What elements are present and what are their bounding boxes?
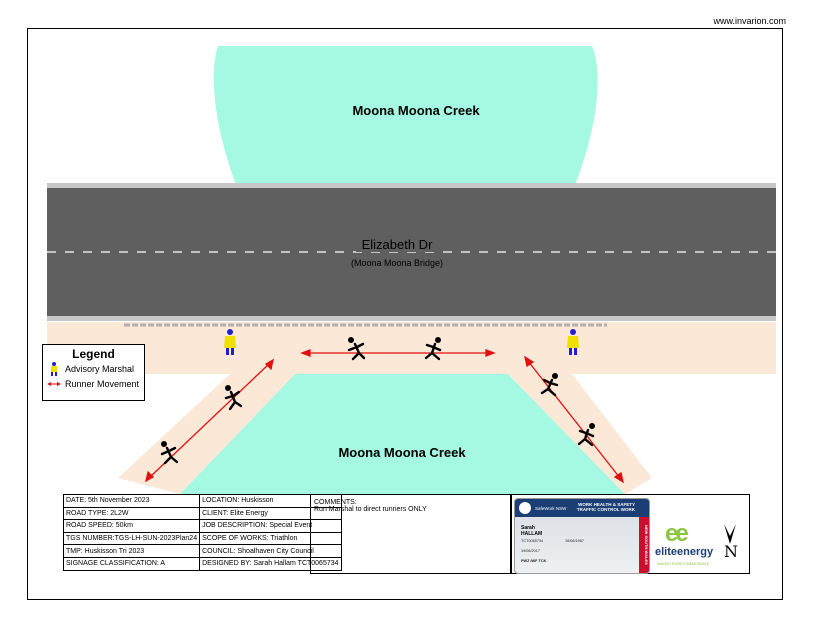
card-issue-date: 19/06/2017: [521, 549, 541, 553]
double-arrow-icon: [47, 381, 61, 387]
comments-box: COMMENTS: Run Marshal to direct runners …: [310, 494, 512, 574]
brand-word: eliteenergy: [655, 546, 714, 558]
runner-icon: [540, 373, 559, 397]
card-dob: 16/06/1987: [565, 539, 585, 543]
info-cell: TMP: Huskisson Tri 2023: [62, 544, 201, 558]
legend-item: Advisory Marshal: [43, 361, 144, 376]
comments-text: Run Marshal to direct runners ONLY: [314, 506, 427, 513]
runner-icon: [424, 337, 442, 361]
runner-icon: [577, 423, 595, 447]
site-url: www.invarion.com: [713, 16, 786, 26]
legend: Legend Advisory Marshal Runner Movement: [42, 344, 145, 401]
card-band: SafeWork NSW WORK HEALTH & SAFETY TRAFFI…: [515, 499, 649, 517]
north-arrow-icon: [724, 524, 736, 544]
road-kerb-bottom: [47, 316, 776, 321]
info-cell: DESIGNED BY: Sarah Hallam TCT0065734: [199, 556, 342, 571]
road-kerb-top: [47, 183, 776, 188]
legend-label: Runner Movement: [65, 378, 140, 389]
brand-mark: ee: [665, 520, 689, 547]
card-holder-name: Sarah HALLAM: [521, 525, 542, 537]
info-cell: ROAD SPEED: 50km: [62, 519, 201, 533]
card-band-line: TRAFFIC CONTROL WORK: [576, 507, 635, 512]
card-number: TCT0065734: [521, 539, 544, 543]
card-band-line: WORK HEALTH & SAFETY: [578, 502, 635, 507]
creek-bottom-area: [180, 374, 625, 494]
info-cell: SIGNAGE CLASSIFICATION: A: [62, 556, 201, 571]
path-right: [508, 374, 652, 494]
legend-title: Legend: [72, 347, 115, 361]
card-band-right: WORK HEALTH & SAFETY TRAFFIC CONTROL WOR…: [577, 502, 635, 512]
info-cell: ROAD TYPE: 2L2W: [62, 506, 201, 521]
creek-top-label: Moona Moona Creek: [352, 103, 480, 118]
card-classes: PWZ IWF TCK: [521, 559, 547, 563]
runner-icon: [160, 441, 179, 465]
marshal-icon: [224, 329, 236, 355]
runner-icon: [347, 337, 366, 361]
info-cell: TGS NUMBER:TGS-LH-SUN-2023Plan24: [62, 531, 201, 546]
legend-label: Advisory Marshal: [65, 363, 135, 374]
road-sub-label: (Moona Moona Bridge): [351, 258, 443, 268]
comments-heading: COMMENTS:: [314, 499, 357, 506]
marshal-icon: [47, 361, 61, 376]
north-letter: N: [724, 542, 738, 561]
path-left: [118, 374, 295, 494]
creek-top-area: [213, 46, 598, 185]
elite-energy-logo: ee eliteenergy MAKING EVENTS MEMORABLE: [655, 520, 715, 570]
north-indicator: N: [721, 522, 739, 570]
creek-bottom-label: Moona Moona Creek: [338, 445, 466, 460]
legend-item: Runner Movement: [43, 376, 144, 391]
brand-tagline: MAKING EVENTS MEMORABLE: [657, 562, 710, 566]
card-first-name: Sarah: [521, 525, 535, 531]
nsw-logo-icon: [519, 502, 531, 514]
traffic-control-card: SafeWork NSW WORK HEALTH & SAFETY TRAFFI…: [514, 498, 650, 574]
marshal-icon: [567, 329, 579, 355]
card-last-name: HALLAM: [521, 531, 543, 537]
road-name-label: Elizabeth Dr: [362, 237, 433, 252]
runner-icon: [224, 385, 243, 411]
info-cell: DATE: 5th November 2023: [62, 494, 201, 508]
runner-icons: [160, 337, 595, 465]
footpath: [47, 322, 776, 374]
card-side-strip: NEW SOUTH WALES: [639, 517, 649, 573]
card-band-left: SafeWork NSW: [535, 506, 567, 511]
